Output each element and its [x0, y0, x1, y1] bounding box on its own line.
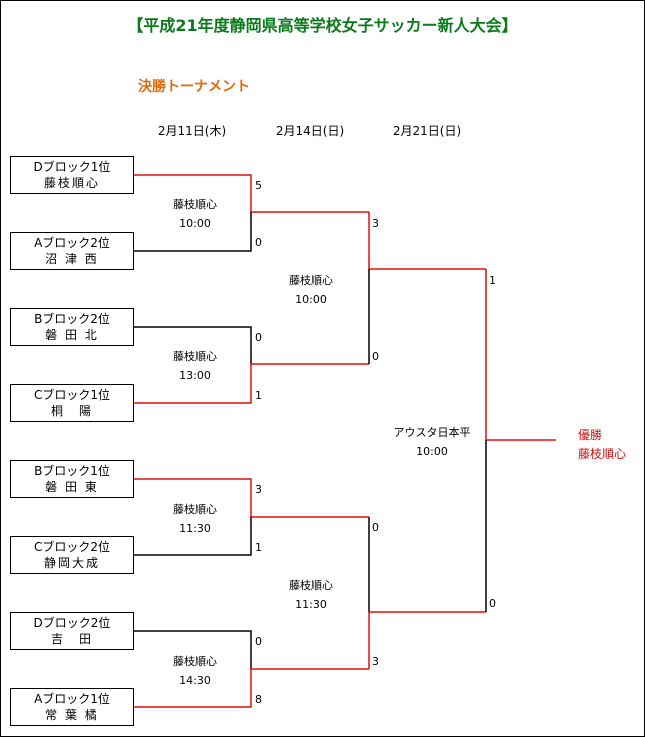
team-name: 静岡大成: [43, 556, 100, 570]
team-box: Dブロック1位 藤枝順心: [10, 156, 134, 194]
bracket-line: [134, 517, 252, 556]
match-time: 11:30: [295, 598, 327, 611]
team-box: Cブロック1位 桐 陽: [10, 384, 134, 422]
bracket-line: [134, 326, 252, 364]
bracket-line: [134, 668, 369, 708]
bracket-line: [134, 363, 369, 404]
score: 3: [255, 483, 262, 496]
team-block: Bブロック2位: [34, 312, 110, 326]
match-venue: 藤枝順心 11:30: [266, 576, 356, 614]
team-block: Dブロック1位: [33, 160, 111, 174]
score: 0: [255, 635, 262, 648]
score: 0: [372, 350, 379, 363]
match-time: 11:30: [179, 522, 211, 535]
team-block: Dブロック2位: [33, 616, 111, 630]
champion-name: 藤枝順心: [578, 447, 627, 461]
champion-label: 優勝: [578, 428, 603, 442]
page-title: 【平成21年度静岡県高等学校女子サッカー新人大会】: [127, 16, 518, 35]
team-name: 磐 田 北: [45, 328, 99, 342]
team-block: Bブロック1位: [34, 464, 110, 478]
score: 1: [489, 274, 496, 287]
match-time: 10:00: [179, 217, 211, 230]
team-name: 藤枝順心: [43, 176, 100, 190]
team-name: 沼 津 西: [45, 252, 99, 266]
venue-name: 藤枝順心: [173, 198, 217, 211]
team-block: Cブロック2位: [33, 540, 110, 554]
team-box: Aブロック1位 常 葉 橘: [10, 688, 134, 726]
score: 0: [255, 236, 262, 249]
score: 0: [372, 521, 379, 534]
match-time: 13:00: [179, 369, 211, 382]
match-time: 14:30: [179, 674, 211, 687]
venue-name: 藤枝順心: [173, 503, 217, 516]
team-name: 桐 陽: [50, 404, 93, 418]
score: 8: [255, 693, 262, 706]
venue-name: 藤枝順心: [289, 579, 333, 592]
team-block: Aブロック1位: [34, 692, 110, 706]
date-round-2: 2月14日(日): [275, 124, 345, 138]
venue-name: アウスタ日本平: [393, 426, 471, 439]
team-box: Cブロック2位 静岡大成: [10, 536, 134, 574]
bracket-line: [368, 611, 486, 669]
bracket-line: [134, 212, 252, 252]
venue-name: 藤枝順心: [173, 350, 217, 363]
match-time: 10:00: [295, 293, 327, 306]
bracket-line: [368, 212, 486, 270]
bracket-line: [134, 174, 369, 213]
score: 0: [255, 331, 262, 344]
score: 0: [489, 597, 496, 610]
match-venue: 藤枝順心 13:00: [150, 347, 240, 385]
team-block: Aブロック2位: [34, 236, 110, 250]
team-name: 吉 田: [50, 632, 93, 646]
venue-name: 藤枝順心: [289, 274, 333, 287]
score: 1: [255, 389, 262, 402]
date-round-1: 2月11日(木): [157, 124, 227, 138]
final-venue: アウスタ日本平 10:00: [382, 423, 482, 461]
team-block: Cブロック1位: [33, 388, 110, 402]
team-name: 常 葉 橘: [45, 708, 99, 722]
bracket-line: [134, 630, 252, 669]
score: 3: [372, 217, 379, 230]
bracket-line: [485, 269, 556, 441]
team-name: 磐 田 東: [45, 480, 99, 494]
venue-name: 藤枝順心: [173, 655, 217, 668]
bracket-line: [134, 478, 369, 518]
tournament-subtitle: 決勝トーナメント: [138, 79, 250, 95]
match-venue: 藤枝順心 14:30: [150, 652, 240, 690]
score: 1: [255, 541, 262, 554]
team-box: Bブロック2位 磐 田 北: [10, 308, 134, 346]
score: 3: [372, 655, 379, 668]
team-box: Bブロック1位 磐 田 東: [10, 460, 134, 498]
match-venue: 藤枝順心 10:00: [150, 195, 240, 233]
match-venue: 藤枝順心 10:00: [266, 271, 356, 309]
match-time: 10:00: [416, 445, 448, 458]
date-final: 2月21日(日): [392, 124, 462, 138]
team-box: Dブロック2位 吉 田: [10, 612, 134, 650]
match-venue: 藤枝順心 11:30: [150, 500, 240, 538]
team-box: Aブロック2位 沼 津 西: [10, 232, 134, 270]
score: 5: [255, 179, 262, 192]
